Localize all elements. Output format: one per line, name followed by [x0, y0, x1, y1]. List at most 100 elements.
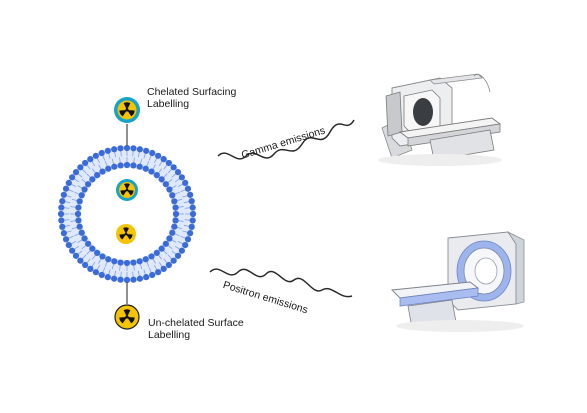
lipid-head — [148, 253, 155, 260]
lipid-head — [69, 247, 76, 254]
lipid-head — [165, 261, 172, 269]
gamma-wave — [217, 119, 355, 160]
lipid-head — [111, 163, 118, 170]
chelated-label: Chelated Surfacing Labelling — [147, 86, 237, 110]
lipid-head — [65, 179, 72, 186]
lipid-head — [143, 147, 150, 154]
lipid-head — [170, 164, 177, 171]
lipid-head — [82, 159, 89, 167]
lipid-head — [89, 176, 96, 183]
lipid-head — [187, 230, 194, 237]
lipid-heads — [57, 144, 197, 284]
lipid-head — [136, 275, 143, 282]
lipid-head — [72, 252, 80, 259]
lipid-head — [166, 235, 173, 242]
unchelated-label: Un-chelated Surface Labelling — [148, 317, 244, 341]
lipid-head — [184, 236, 192, 243]
lipid-head — [149, 149, 156, 157]
lipid-head — [158, 176, 165, 183]
lipid-head — [69, 174, 76, 181]
lipid-head — [117, 162, 124, 169]
lipid-head — [142, 256, 149, 263]
pet-scanner-icon — [391, 230, 525, 332]
lipid-head — [87, 156, 94, 163]
lipid-head — [130, 145, 137, 152]
lipid-head — [92, 269, 99, 276]
lipid-head — [174, 252, 182, 259]
lipid-head — [169, 229, 176, 236]
lipid-head — [82, 261, 89, 269]
radiation-icon — [116, 179, 138, 201]
lipid-head — [130, 276, 137, 283]
lipid-head — [94, 172, 101, 179]
lipid-head — [123, 144, 131, 152]
lipid-head — [166, 186, 173, 193]
lipid-head — [149, 271, 156, 279]
lipid-head — [148, 168, 155, 175]
lipid-head — [62, 185, 70, 192]
lipid-head — [117, 276, 124, 283]
lipid-head — [117, 259, 124, 266]
lipid-head — [188, 223, 195, 230]
lipid-head — [171, 198, 178, 205]
lipid-head — [94, 249, 101, 256]
lipid-head — [123, 259, 131, 267]
liposome — [57, 144, 197, 284]
radiation-icon — [114, 304, 140, 330]
lipid-head — [171, 223, 178, 230]
lipid-head — [72, 169, 80, 176]
lipid-head — [75, 204, 82, 211]
lipid-head — [130, 162, 137, 169]
lipid-head — [58, 217, 65, 224]
lipid-head — [142, 165, 149, 172]
lipid-head — [105, 165, 112, 172]
lipid-head — [182, 242, 189, 249]
lipid-head — [170, 257, 177, 264]
lipid-head — [130, 259, 137, 266]
lipid-head — [160, 156, 167, 163]
lipid-head — [117, 145, 124, 152]
lipid-head — [189, 204, 196, 211]
lipid-head — [87, 265, 94, 272]
lipid-head — [85, 240, 92, 247]
lipid-head — [169, 192, 176, 199]
lipid-head — [89, 245, 96, 252]
lipid-head — [81, 235, 88, 242]
lipid-head — [59, 223, 66, 230]
lipid-head — [75, 217, 82, 224]
lipid-head — [172, 210, 180, 218]
lipid-head — [74, 210, 82, 218]
lipid-head — [172, 204, 179, 211]
lipid-head — [123, 161, 131, 169]
lipid-head — [58, 204, 65, 211]
lipid-head — [111, 146, 118, 153]
lipid-head — [136, 163, 143, 170]
lipid-head — [104, 274, 111, 281]
lipid-head — [99, 253, 106, 260]
lipid-head — [153, 249, 160, 256]
lipid-head — [78, 229, 85, 236]
lipid-head — [162, 181, 169, 188]
lipid-head — [76, 198, 83, 205]
lipid-head — [178, 174, 185, 181]
lipid-head — [98, 271, 105, 279]
lipid-head — [111, 258, 118, 265]
lipid-head — [136, 258, 143, 265]
lipid-head — [136, 146, 143, 153]
lipid-head — [184, 185, 192, 192]
lipid-head — [77, 164, 84, 171]
lipid-head — [123, 276, 131, 284]
positron-wave — [209, 268, 353, 298]
lipid-head — [104, 147, 111, 154]
lipid-head — [111, 275, 118, 282]
lipid-head — [78, 192, 85, 199]
lipid-head — [189, 217, 196, 224]
lipid-head — [76, 223, 83, 230]
lipid-head — [81, 186, 88, 193]
lipid-head — [99, 168, 106, 175]
lipid-head — [189, 210, 197, 218]
liposome-core — [81, 168, 173, 260]
lipid-head — [187, 191, 194, 198]
